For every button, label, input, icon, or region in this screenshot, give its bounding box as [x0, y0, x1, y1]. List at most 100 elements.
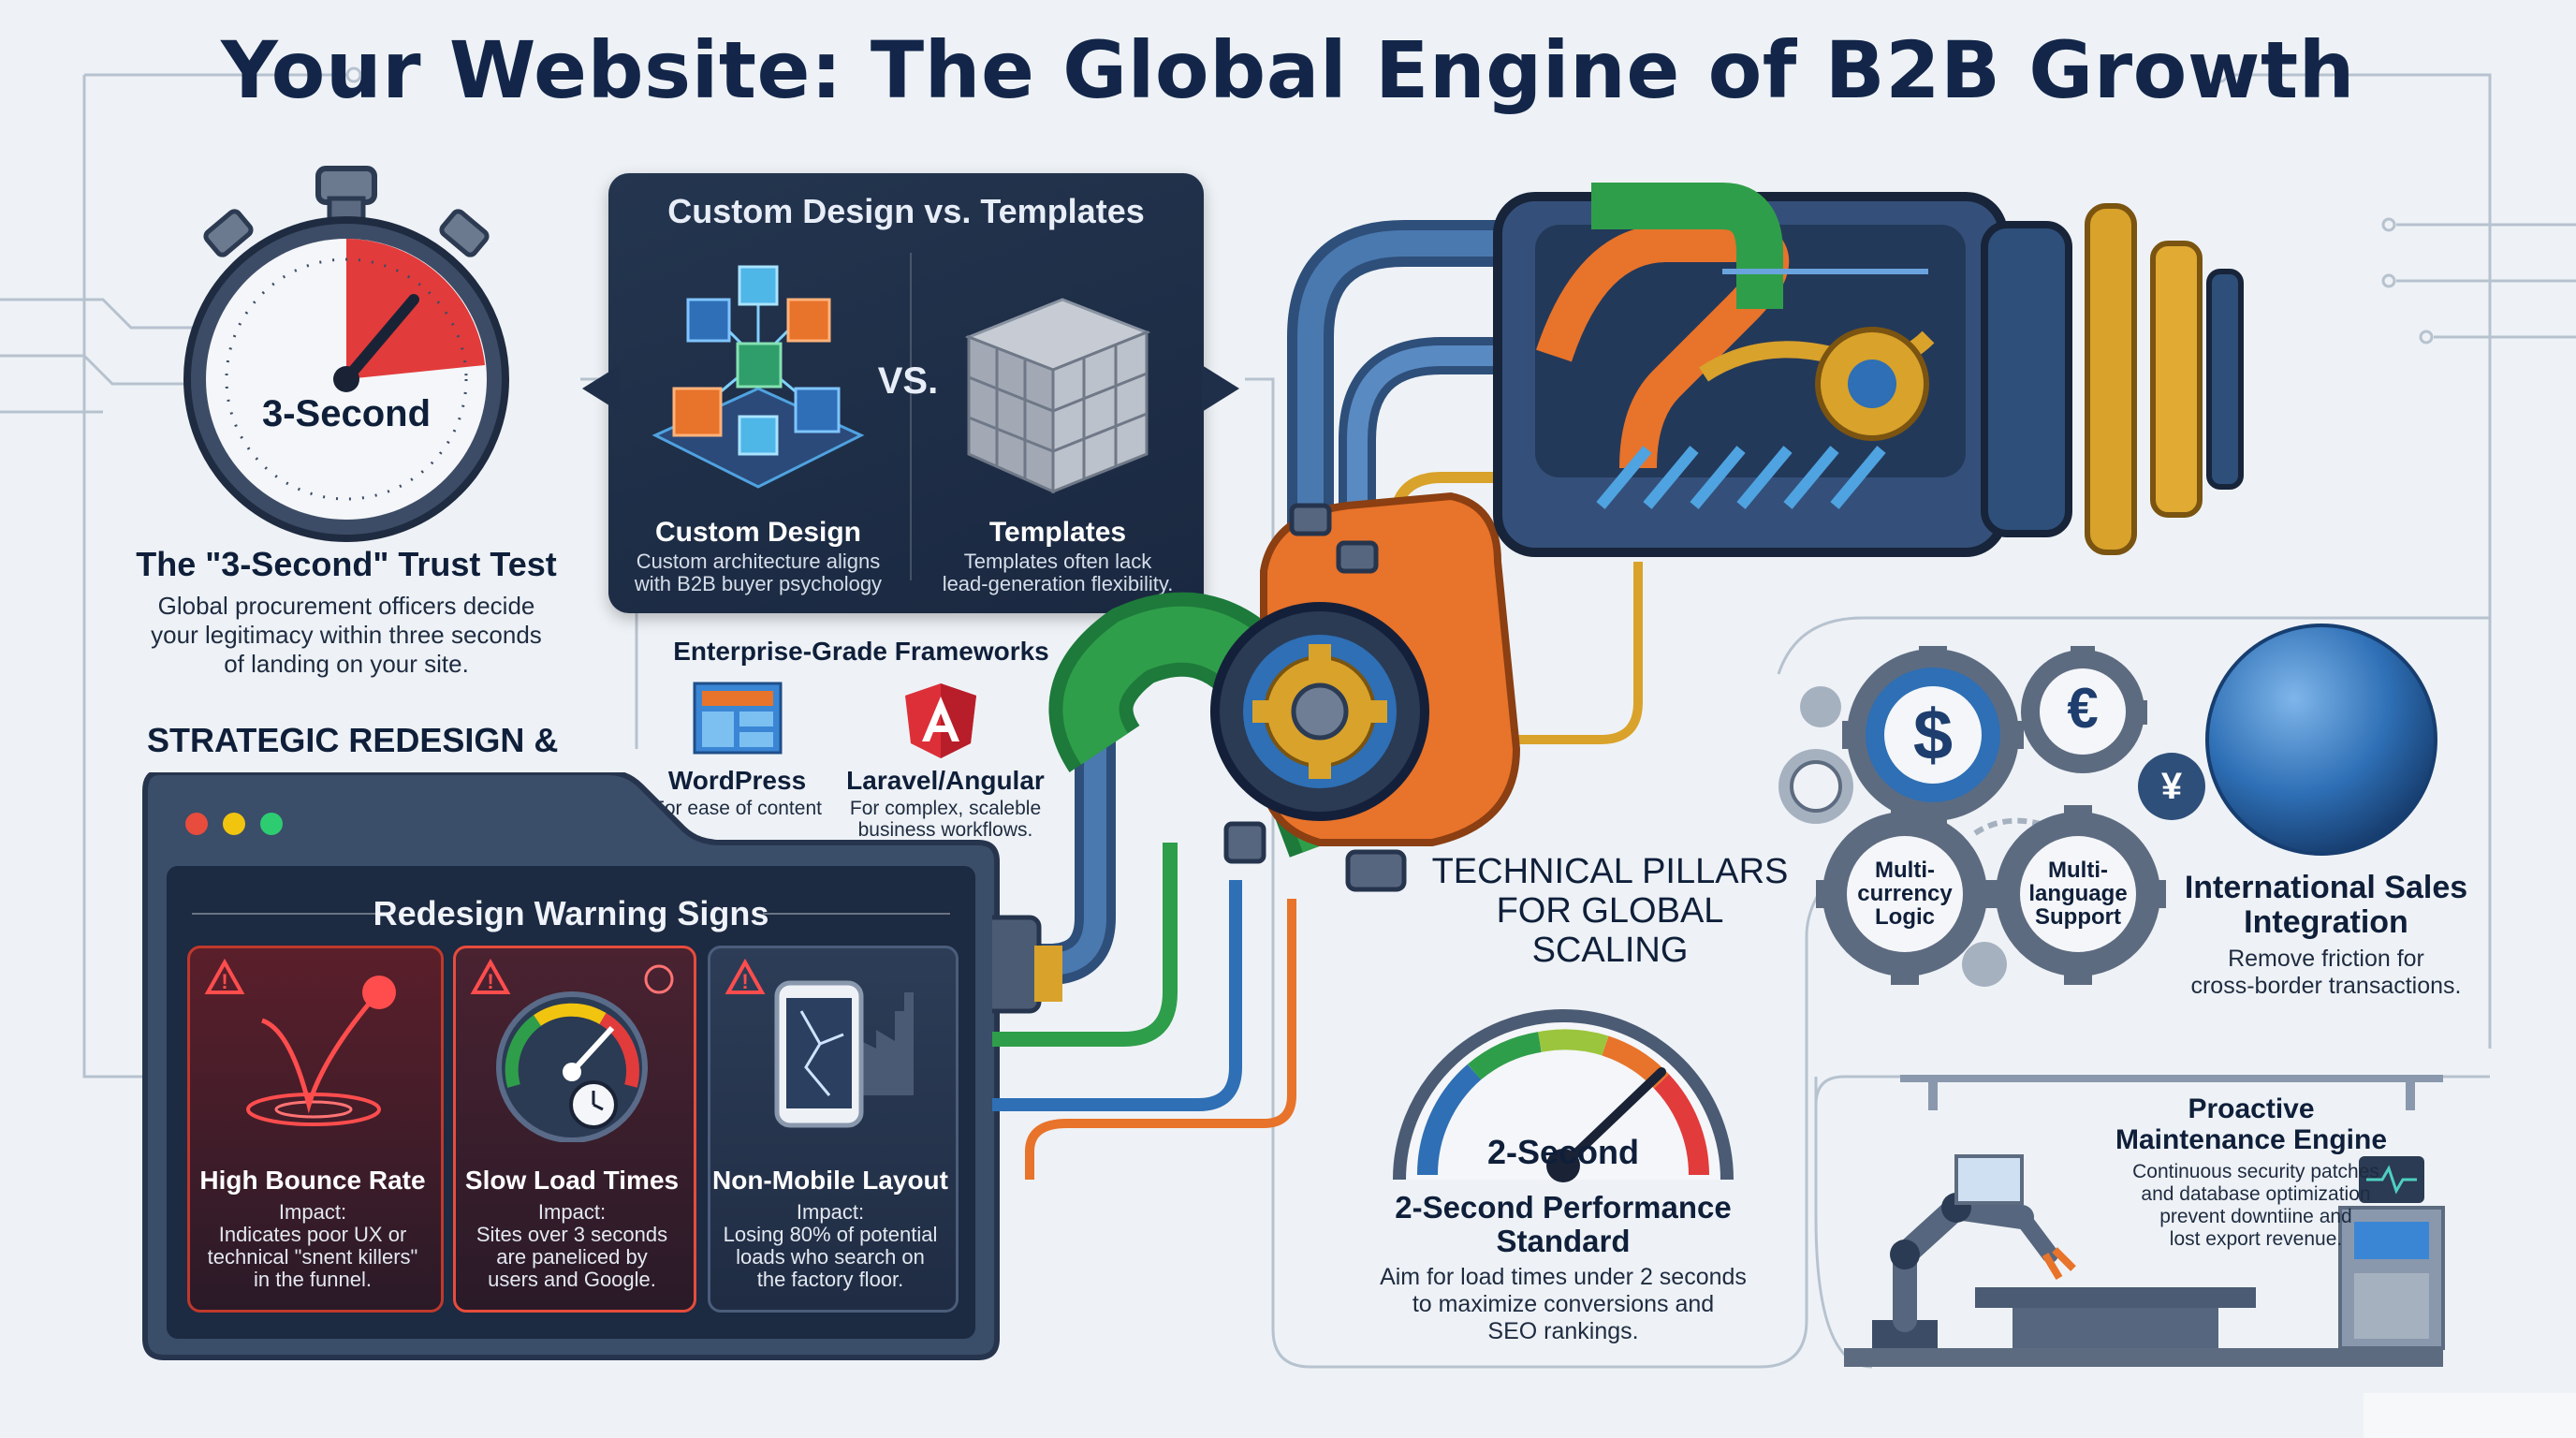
templates-body: Templates often lack lead-generation fle…	[922, 550, 1193, 595]
warning-card-mobile	[708, 946, 959, 1313]
wordpress-name: WordPress	[667, 766, 807, 795]
gear-label-line: Multi-	[1875, 858, 1935, 883]
strategic-redesign-heading: STRATEGIC REDESIGN &	[147, 721, 559, 759]
templates-line: Templates often lack	[963, 550, 1152, 573]
maint-body-line: Continuous security patches	[2132, 1161, 2379, 1182]
gauge-label: 2-Second	[1486, 1133, 1640, 1171]
currency-gears-icon	[1778, 646, 2205, 987]
intl-title-line: Integration	[2244, 904, 2408, 940]
perf-title-line: 2-Second Performance	[1395, 1190, 1732, 1225]
arrow-right-icon	[1202, 365, 1239, 412]
gear-label-line: language	[2028, 881, 2128, 906]
maint-body-line: and database optimization	[2141, 1183, 2371, 1205]
svg-text:!: !	[487, 970, 493, 993]
panel-divider	[910, 253, 912, 580]
corner-patch	[2364, 1393, 2576, 1438]
international-sales-title: International Sales Integration	[2172, 871, 2481, 940]
warning-card-bounce	[187, 946, 444, 1313]
performance-title: 2-Second Performance Standard	[1357, 1191, 1769, 1258]
perf-body-line: to maximize conversions and	[1412, 1291, 1715, 1317]
maintenance-body: Continuous security patches and database…	[2059, 1161, 2452, 1251]
arrow-left-icon	[582, 365, 620, 412]
custom-design-line: with B2B buyer psychology	[634, 572, 883, 595]
warning-signs-title: Redesign Warning Signs	[373, 894, 769, 932]
dollar-symbol: $	[1912, 696, 1954, 775]
globe-icon	[2205, 624, 2437, 856]
broken-phone-icon: !	[724, 958, 914, 1128]
template-grid-icon	[964, 298, 1151, 494]
speed-gauge-icon	[1393, 1009, 1734, 1182]
wordpress-layout-icon	[693, 682, 783, 755]
warning-card-body: Impact: Losing 80% of potential loads wh…	[712, 1201, 948, 1291]
maint-title-line: Proactive	[2188, 1093, 2315, 1124]
laravel-line: For complex, scaleble	[849, 798, 1042, 819]
warning-line: loads who search on	[736, 1245, 925, 1269]
warning-line: Sites over 3 seconds	[476, 1223, 668, 1246]
warning-card-label: Slow Load Times	[464, 1166, 680, 1195]
maintenance-title: Proactive Maintenance Engine	[2041, 1093, 2462, 1155]
custom-design-title: Custom Design	[654, 517, 862, 548]
warning-line: Impact:	[796, 1200, 865, 1224]
perf-body-line: SEO rankings.	[1487, 1318, 1639, 1344]
angular-logo-icon	[905, 683, 976, 758]
custom-vs-templates-title: Custom Design vs. Templates	[667, 192, 1145, 230]
trust-test-title: The "3-Second" Trust Test	[136, 545, 557, 583]
gear-label-line: Support	[2035, 904, 2121, 930]
warning-line: technical "snent killers"	[207, 1245, 418, 1269]
warning-card-label: Non-Mobile Layout	[712, 1166, 948, 1195]
warning-line: Losing 80% of potential	[723, 1223, 938, 1246]
wordpress-line: For ease of content	[652, 798, 822, 819]
warning-card-body: Impact: Indicates poor UX or technical "…	[192, 1201, 433, 1291]
intl-body-line: cross-border transactions.	[2190, 973, 2462, 999]
templates-title: Templates	[988, 517, 1127, 548]
euro-symbol: €	[2067, 677, 2099, 740]
custom-design-body: Custom architecture aligns with B2B buye…	[622, 550, 894, 595]
warning-line: the factory floor.	[756, 1268, 904, 1291]
bounce-icon: !	[204, 958, 396, 1126]
stopwatch-icon	[183, 166, 509, 542]
pillars-line: TECHNICAL PILLARS	[1431, 852, 1789, 891]
warning-card-label: High Bounce Rate	[199, 1166, 426, 1195]
gear-label-line: currency	[1857, 881, 1953, 906]
warning-line: Indicates poor UX or	[218, 1223, 407, 1246]
title-rule	[192, 913, 379, 915]
frameworks-title: Enterprise-Grade Frameworks	[673, 637, 1049, 666]
vs-label: VS.	[877, 360, 939, 402]
performance-body: Aim for load times under 2 seconds to ma…	[1348, 1264, 1778, 1345]
wordpress-body: For ease of content	[637, 798, 838, 819]
laravel-angular-body: For complex, scaleble business workflows…	[833, 798, 1058, 841]
svg-text:!: !	[741, 970, 748, 993]
warning-line: in the funnel.	[254, 1268, 372, 1291]
gear-label-line: Logic	[1875, 904, 1935, 930]
gear-label-line: Multi-	[2048, 858, 2108, 883]
maintenance-robot-icon	[1844, 1075, 2445, 1367]
multi-currency-label: Multi- currency Logic	[1849, 858, 1961, 929]
yen-symbol: ¥	[2160, 766, 2183, 807]
trust-test-line: your legitimacy within three seconds	[151, 621, 542, 649]
stopwatch-label: 3-Second	[261, 393, 432, 434]
perf-title-line: Standard	[1496, 1224, 1631, 1258]
multi-language-label: Multi- language Support	[2022, 858, 2134, 929]
intl-body-line: Remove friction for	[2228, 946, 2424, 972]
intl-title-line: International Sales	[2184, 870, 2468, 905]
trust-test-line: Global procurement officers decide	[157, 592, 535, 620]
warning-line: Impact:	[537, 1200, 607, 1224]
page-title: Your Website: The Global Engine of B2B G…	[221, 24, 2355, 116]
maint-body-line: prevent downtiine and	[2159, 1206, 2352, 1227]
warning-card-body: Impact: Sites over 3 seconds are panelic…	[458, 1201, 686, 1291]
pillars-line: FOR GLOBAL SCALING	[1496, 891, 1724, 970]
trust-test-line: of landing on your site.	[224, 650, 469, 678]
title-rule	[763, 913, 950, 915]
maint-body-line: lost export revenue.	[2169, 1228, 2343, 1250]
laravel-angular-name: Laravel/Angular	[846, 766, 1045, 795]
trust-test-body: Global procurement officers decide your …	[112, 592, 580, 679]
templates-line: lead-generation flexibility.	[942, 572, 1174, 595]
svg-text:!: !	[221, 970, 227, 993]
international-sales-body: Remove friction for cross-border transac…	[2162, 946, 2490, 1000]
custom-architecture-icon	[651, 265, 865, 489]
laravel-line: business workflows.	[857, 819, 1033, 841]
technical-pillars-heading: TECHNICAL PILLARS FOR GLOBAL SCALING	[1423, 852, 1797, 970]
custom-design-line: Custom architecture aligns	[636, 550, 881, 573]
warning-line: are paneliced by	[496, 1245, 648, 1269]
engine-illustration	[992, 183, 2244, 1180]
